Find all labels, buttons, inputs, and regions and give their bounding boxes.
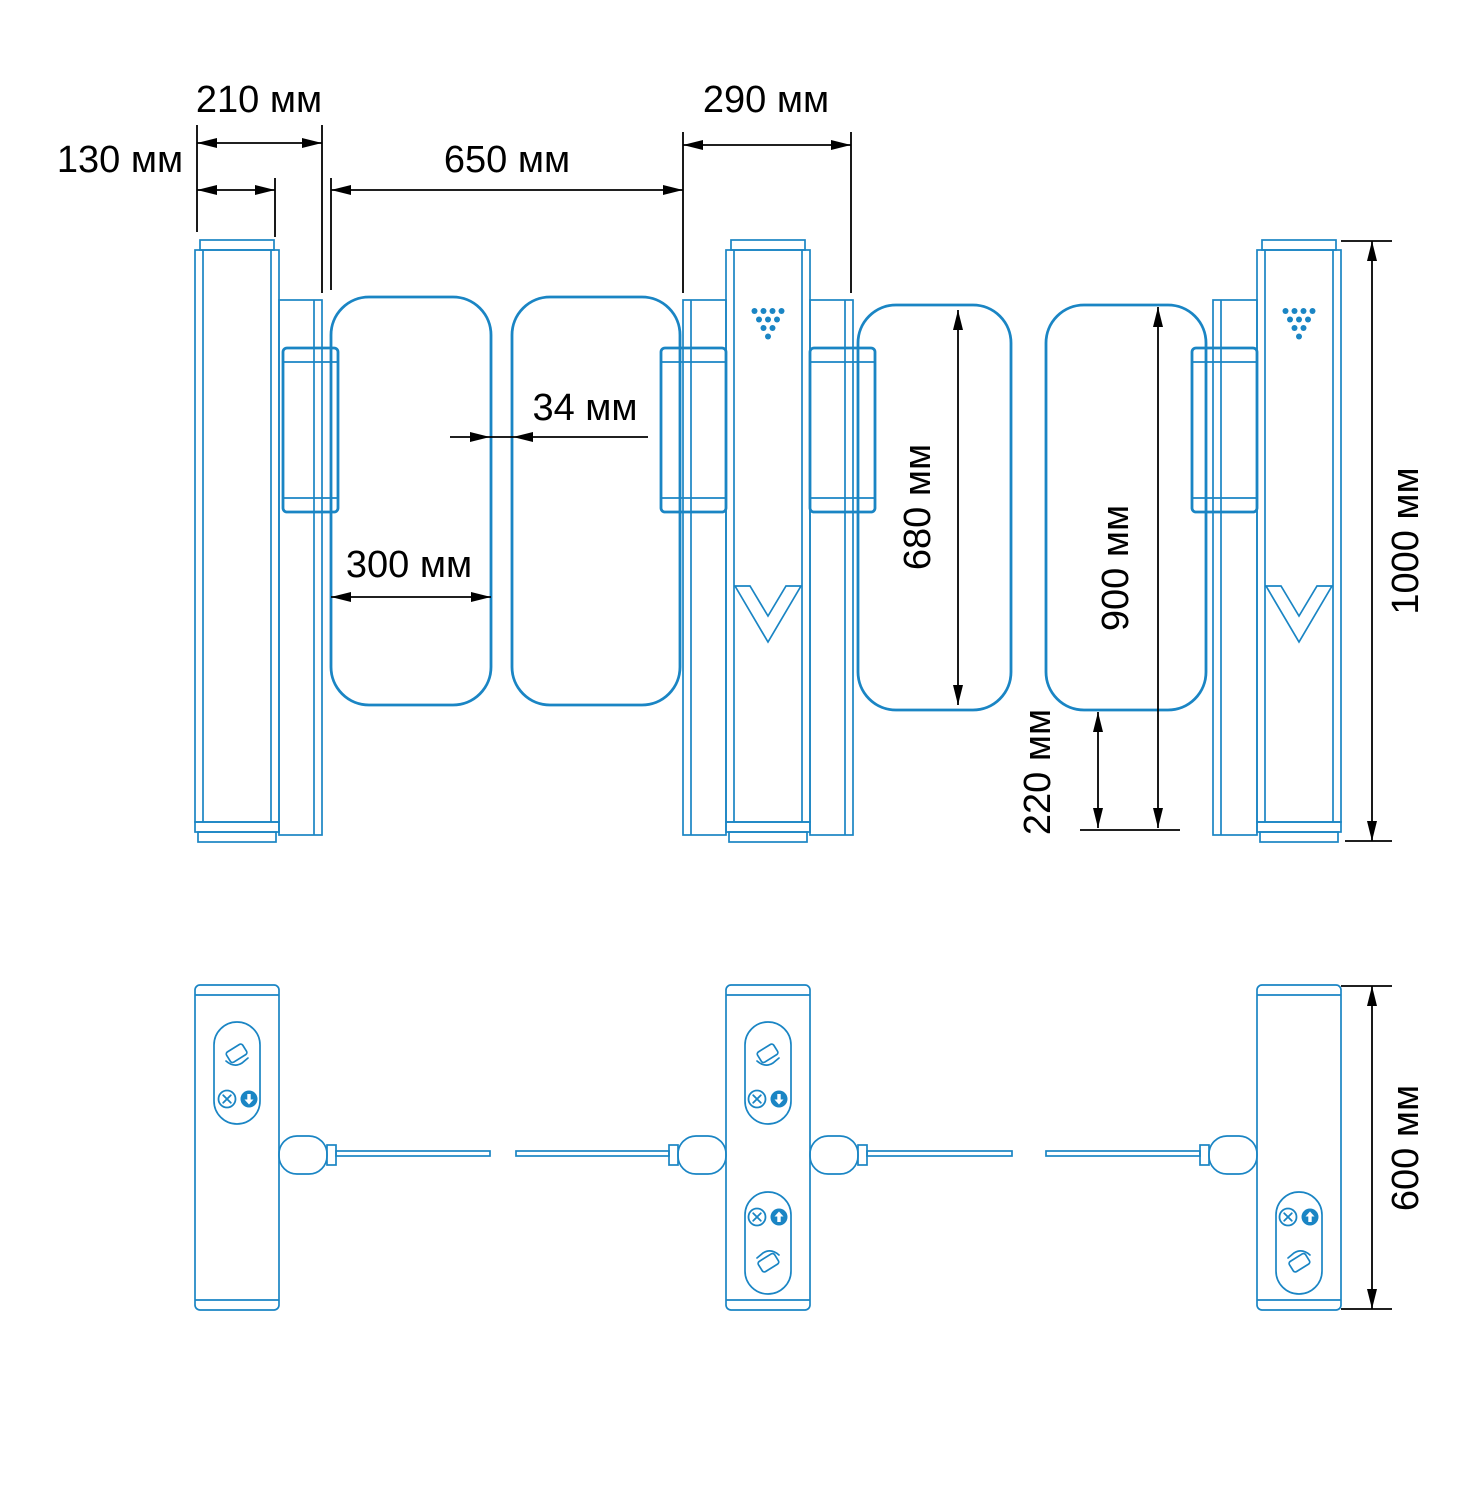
reader-panel: [744, 1191, 792, 1295]
cabinet-base: [1259, 831, 1339, 843]
card-reader-tap-icon: [756, 1250, 781, 1274]
dim-label-650: 650 мм: [444, 139, 570, 181]
front-dimensions: 210 мм 130 мм 650 мм 290 мм 34 мм 300 мм: [57, 79, 1427, 842]
card-reader-tap-icon: [1287, 1250, 1312, 1274]
no-entry-icon: [747, 1207, 767, 1227]
right-cabinet-front: [1190, 239, 1342, 843]
no-entry-icon: [1278, 1207, 1298, 1227]
glass-bracket: [808, 346, 877, 514]
dim-label-290: 290 мм: [703, 79, 829, 121]
dim-label-1000: 1000 мм: [1385, 467, 1427, 614]
dim-label-300: 300 мм: [346, 544, 472, 586]
no-entry-icon: [747, 1089, 767, 1109]
glass-wing-2: [510, 295, 682, 707]
center-cabinet-plan: [515, 984, 1013, 1311]
glass-bracket: [281, 346, 340, 514]
glass-wing-3: [856, 303, 1013, 712]
led-dots-indicator-icon: [751, 308, 785, 340]
dim-label-210: 210 мм: [196, 79, 322, 121]
cabinet-base: [197, 831, 277, 843]
dim-label-680: 680 мм: [897, 444, 939, 570]
glass-clamp: [857, 1144, 868, 1166]
reader-panel: [213, 1021, 261, 1125]
card-reader-tap-icon: [224, 1042, 249, 1066]
front-elevation-view: 210 мм 130 мм 650 мм 290 мм 34 мм 300 мм: [57, 79, 1427, 843]
top-plan-view: 600 мм: [194, 984, 1427, 1311]
cabinet-top-cap: [1261, 239, 1337, 251]
glass-bracket: [659, 346, 728, 514]
glass-clamp: [668, 1144, 679, 1166]
led-dots-indicator-icon: [1282, 308, 1316, 340]
arrow-down-indicator-icon: [770, 1090, 788, 1108]
center-cabinet-front: [659, 239, 877, 843]
arrow-up-indicator-icon: [770, 1208, 788, 1226]
cabinet-base: [728, 831, 808, 843]
arrow-up-indicator-icon: [1301, 1208, 1319, 1226]
glass-clamp: [326, 1144, 337, 1166]
glass-bracket: [1190, 346, 1259, 514]
cabinet-top-cap: [730, 239, 806, 251]
down-chevron-icon: [1264, 585, 1334, 644]
dim-label-600: 600 мм: [1385, 1085, 1427, 1211]
reader-panel: [744, 1021, 792, 1125]
dim-label-130: 130 мм: [57, 139, 183, 181]
cabinet-top-cap: [199, 239, 275, 251]
arrow-down-indicator-icon: [240, 1090, 258, 1108]
reader-panel: [1275, 1191, 1323, 1295]
dim-label-34: 34 мм: [532, 387, 637, 429]
card-reader-tap-icon: [755, 1042, 780, 1066]
glass-wing-4: [1044, 303, 1208, 712]
left-cabinet-front: [194, 239, 340, 843]
dim-label-900: 900 мм: [1095, 505, 1137, 631]
dim-label-220: 220 мм: [1017, 709, 1059, 835]
wing-hub: [278, 1135, 328, 1175]
down-chevron-icon: [733, 585, 803, 644]
wing-hub: [677, 1135, 727, 1175]
wing-hub: [809, 1135, 859, 1175]
plan-dimensions: 600 мм: [1341, 985, 1427, 1310]
wing-hub: [1208, 1135, 1258, 1175]
glass-clamp: [1199, 1144, 1210, 1166]
glass-wing-plan: [335, 1150, 491, 1157]
right-cabinet-plan: [1045, 984, 1342, 1311]
left-cabinet-plan: [194, 984, 491, 1311]
no-entry-icon: [217, 1089, 237, 1109]
glass-wing-plan: [515, 1150, 670, 1157]
glass-wing-plan: [1045, 1150, 1201, 1157]
glass-wing-plan: [866, 1150, 1013, 1157]
glass-wing-1: [329, 295, 493, 707]
